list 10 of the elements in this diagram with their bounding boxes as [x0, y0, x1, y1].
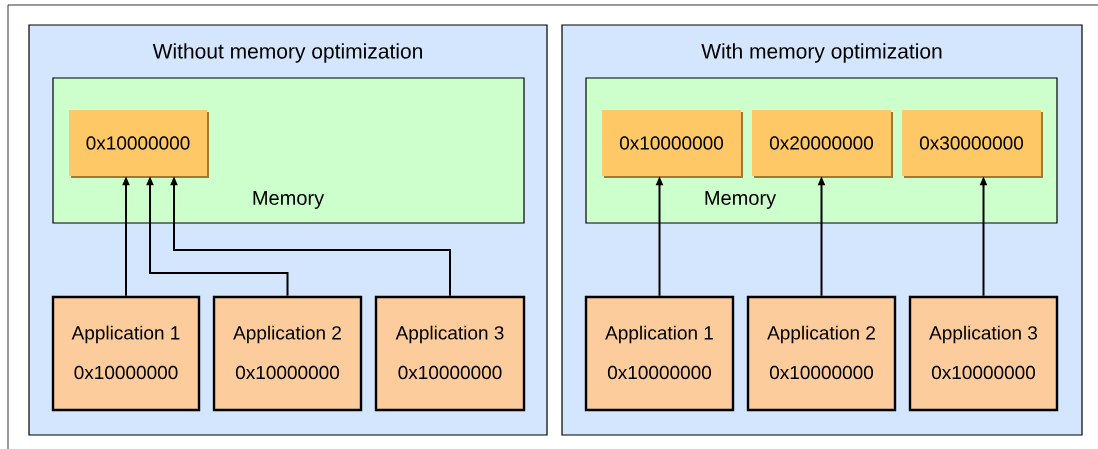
memory-block: 0x10000000 — [69, 110, 209, 178]
application-box: Application 2 0x10000000 — [212, 295, 363, 412]
memory-block: 0x10000000 — [602, 110, 743, 178]
application-box: Application 1 0x10000000 — [584, 295, 735, 412]
memory-block: 0x30000000 — [902, 110, 1043, 178]
application-box: Application 3 0x10000000 — [374, 295, 526, 412]
application-box: Application 3 0x10000000 — [908, 295, 1059, 412]
memory-block: 0x20000000 — [752, 110, 893, 178]
application-box: Application 1 0x10000000 — [51, 295, 201, 412]
application-box: Application 2 0x10000000 — [746, 295, 897, 412]
